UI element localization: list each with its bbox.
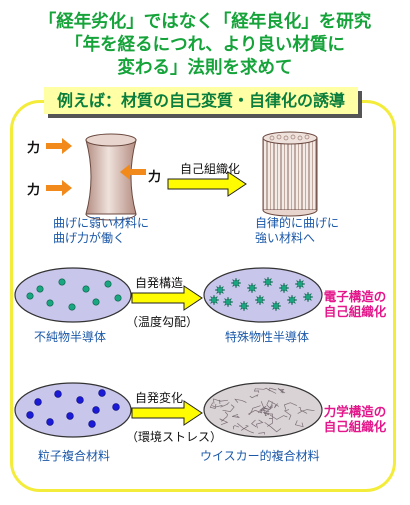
star-dot-icon <box>246 282 258 294</box>
note-mechanical-structure-2: 自己組織化 <box>323 419 387 434</box>
whisker-texture <box>294 420 304 428</box>
process-arrow-icon <box>167 171 247 197</box>
note-electronic-structure-2: 自己組織化 <box>323 304 387 319</box>
whisker-texture <box>241 424 249 431</box>
headline-line-3: 変わる」法則を求めて <box>117 58 293 78</box>
whisker-texture <box>263 408 274 419</box>
row1-right-caption-2: 強い材料へ <box>255 231 316 245</box>
row1-right-caption-1: 自律的に曲げに <box>255 216 340 230</box>
note-electronic-structure-1: 電子構造の <box>323 289 387 304</box>
whisker-texture <box>298 407 308 414</box>
particle-composite-ellipse <box>14 382 132 438</box>
star-dot-icon <box>214 284 226 296</box>
note-electronic-structure: 電子構造の 自己組織化 <box>318 289 392 319</box>
force-arrow-icon <box>46 138 146 196</box>
row3-left-caption: 粒子複合材料 <box>38 449 111 463</box>
star-dot-icon <box>270 300 282 312</box>
whisker-texture <box>269 414 288 420</box>
whisker-composite-ellipse <box>203 382 323 438</box>
whisker-texture <box>221 411 228 422</box>
whisker-texture <box>219 399 228 405</box>
row2-left-caption: 不純物半導体 <box>34 330 107 344</box>
star-dot-icon <box>208 276 314 312</box>
condition-temperature-gradient: （温度勾配） <box>126 315 199 329</box>
example-banner: 例えば：材質の自己変質・自律化の誘導 <box>44 87 358 114</box>
whisker-texture <box>264 422 282 433</box>
condition-environmental-stress: （環境ストレス） <box>126 430 223 444</box>
star-dot-icon <box>302 291 314 303</box>
star-dot-icon <box>254 294 266 306</box>
whisker-texture <box>232 425 240 430</box>
whisker-texture <box>209 402 217 409</box>
star-dot-icon <box>208 294 220 306</box>
star-dot-icon <box>262 276 274 288</box>
note-mechanical-structure-1: 力学構造の <box>323 404 387 419</box>
process-label-spontaneous-structure: 自発構造 <box>135 276 184 290</box>
headline-line-1: 「経年劣化」ではなく「経年良化」を研究 <box>38 12 372 32</box>
whisker-texture <box>297 409 315 414</box>
whisker-texture <box>249 405 261 416</box>
star-dot-icon <box>230 277 242 289</box>
whisker-texture <box>268 387 277 394</box>
whisker-texture <box>219 418 229 426</box>
force-label-bottom: 力 <box>27 183 41 198</box>
whisker-texture <box>213 398 221 404</box>
row1-left-caption-2: 曲げ力が働く <box>53 231 126 245</box>
whisker-texture <box>283 409 292 420</box>
example-banner-text: 例えば：材質の自己変質・自律化の誘導 <box>56 91 345 110</box>
whisker-texture <box>267 418 273 427</box>
whisker-texture <box>247 410 263 415</box>
process-arrow-icon <box>131 400 203 426</box>
row3-right-caption: ウイスカー的複合材料 <box>200 449 320 463</box>
fiber-cylinder <box>262 131 318 217</box>
whisker-texture <box>258 432 265 435</box>
whisker-texture <box>251 419 257 428</box>
bent-cylinder <box>85 133 137 221</box>
whisker-texture <box>256 419 264 429</box>
whisker-texture <box>257 401 265 413</box>
force-label-right: 力 <box>148 170 162 185</box>
whisker-texture <box>277 388 286 394</box>
whisker-texture <box>237 423 254 434</box>
whisker-texture <box>222 404 235 412</box>
whisker-texture <box>274 403 279 409</box>
process-label-spontaneous-change: 自発変化 <box>135 391 184 405</box>
star-dot-icon <box>222 296 234 308</box>
process-arrow-icon <box>131 285 203 311</box>
star-dot-icon <box>278 282 290 294</box>
whisker-texture <box>249 394 259 399</box>
whisker-texture <box>220 402 230 408</box>
whisker-texture <box>234 398 247 403</box>
star-dot-icon <box>294 278 306 290</box>
special-semiconductor-ellipse <box>203 267 323 323</box>
headline-line-2: 「年を経るにつれ、より良い材質に <box>65 35 345 55</box>
whisker-texture <box>266 400 276 410</box>
whisker-texture <box>283 402 298 410</box>
whisker-texture <box>231 413 240 418</box>
row1-left-caption-1: 曲げに弱い材料に <box>53 216 150 230</box>
star-dot-icon <box>286 294 298 306</box>
whisker-texture <box>256 387 271 392</box>
star-dot-icon <box>238 300 250 312</box>
whisker-texture <box>278 388 285 393</box>
force-label-top: 力 <box>27 141 41 156</box>
whisker-texture <box>212 404 223 408</box>
impurity-semiconductor-ellipse <box>14 267 132 323</box>
process-label-self-organization: 自己組織化 <box>180 162 241 176</box>
whisker-texture <box>253 388 260 393</box>
note-mechanical-structure: 力学構造の 自己組織化 <box>318 404 392 434</box>
row2-right-caption: 特殊物性半導体 <box>225 330 310 344</box>
